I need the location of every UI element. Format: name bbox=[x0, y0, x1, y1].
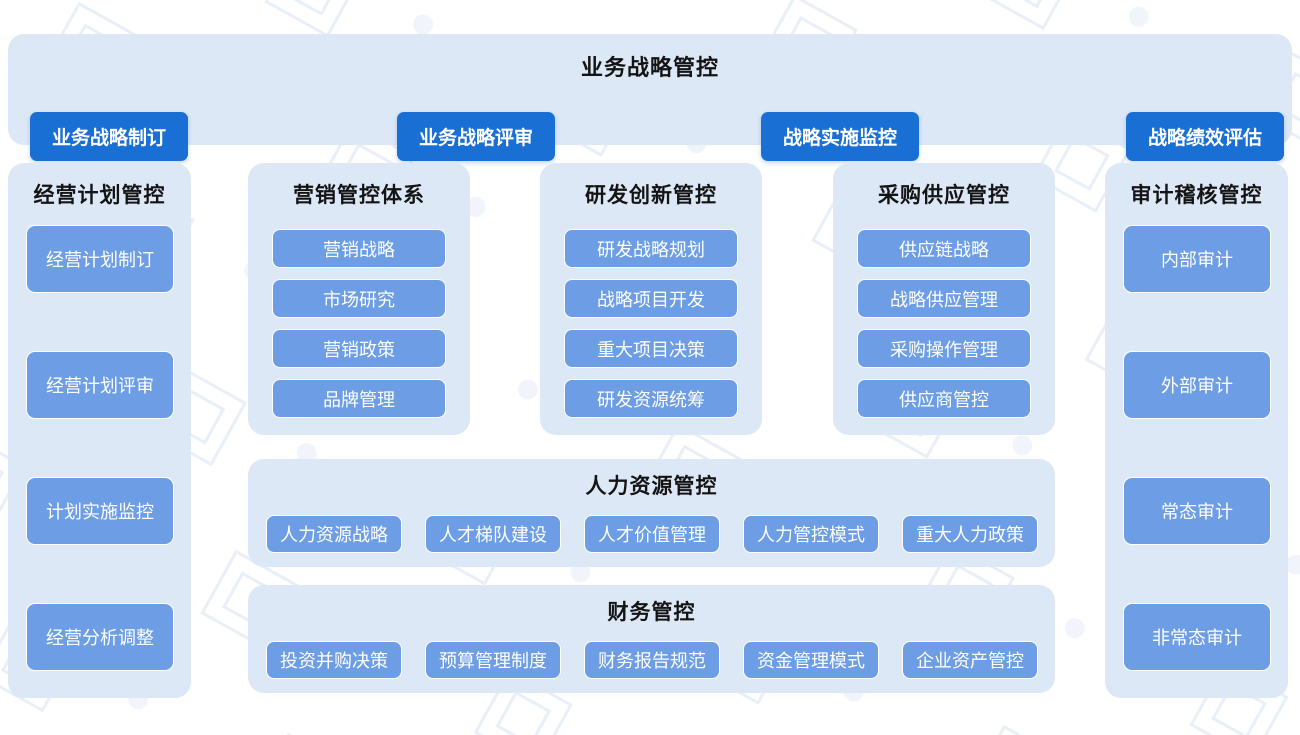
pill-budget-management-system[interactable]: 预算管理制度 bbox=[425, 641, 561, 679]
panel-rnd-innovation-control: 研发创新管控 研发战略规划 战略项目开发 重大项目决策 研发资源统筹 bbox=[540, 163, 762, 435]
panel-business-strategy: 业务战略管控 业务战略制订 业务战略评审 战略实施监控 战略绩效评估 bbox=[8, 34, 1292, 161]
pill-talent-echelon-building[interactable]: 人才梯队建设 bbox=[425, 515, 561, 553]
panel-procurement-supply-control: 采购供应管控 供应链战略 战略供应管理 采购操作管理 供应商管控 bbox=[833, 163, 1055, 435]
panel-title-rnd-innovation-control: 研发创新管控 bbox=[585, 184, 717, 207]
pill-marketing-strategy[interactable]: 营销战略 bbox=[272, 229, 446, 268]
panel-title-business-strategy: 业务战略管控 bbox=[580, 55, 719, 80]
pill-supplier-control[interactable]: 供应商管控 bbox=[857, 379, 1031, 418]
pill-procurement-operation-management[interactable]: 采购操作管理 bbox=[857, 329, 1031, 368]
pill-plan-review[interactable]: 经营计划评审 bbox=[26, 351, 174, 419]
panel-title-audit-inspection-control: 审计稽核管控 bbox=[1130, 184, 1263, 207]
panel-audit-inspection-control: 审计稽核管控 内部审计 外部审计 常态审计 非常态审计 bbox=[1105, 163, 1288, 698]
pill-plan-implementation-monitoring[interactable]: 计划实施监控 bbox=[26, 477, 174, 545]
pill-hr-strategy[interactable]: 人力资源战略 bbox=[266, 515, 402, 553]
pill-operation-analysis-adjustment[interactable]: 经营分析调整 bbox=[26, 603, 174, 671]
pill-talent-value-management[interactable]: 人才价值管理 bbox=[584, 515, 720, 553]
pill-strategic-supply-management[interactable]: 战略供应管理 bbox=[857, 279, 1031, 318]
pill-hr-control-mode[interactable]: 人力管控模式 bbox=[743, 515, 879, 553]
panel-human-resource-control: 人力资源管控 人力资源战略 人才梯队建设 人才价值管理 人力管控模式 重大人力政… bbox=[248, 459, 1055, 567]
pill-strategy-performance-evaluation[interactable]: 战略绩效评估 bbox=[1126, 112, 1284, 161]
pill-fund-management-mode[interactable]: 资金管理模式 bbox=[743, 641, 879, 679]
panel-title-business-plan-control: 经营计划管控 bbox=[33, 184, 166, 207]
panel-title-marketing-control-system: 营销管控体系 bbox=[293, 184, 425, 207]
pill-financial-reporting-standards[interactable]: 财务报告规范 bbox=[584, 641, 720, 679]
pill-external-audit[interactable]: 外部审计 bbox=[1123, 351, 1271, 419]
pill-supply-chain-strategy[interactable]: 供应链战略 bbox=[857, 229, 1031, 268]
panel-title-financial-control: 财务管控 bbox=[607, 601, 696, 624]
panel-marketing-control-system: 营销管控体系 营销战略 市场研究 营销政策 品牌管理 bbox=[248, 163, 470, 435]
pill-business-strategy-review[interactable]: 业务战略评审 bbox=[397, 112, 555, 161]
pill-major-project-decision[interactable]: 重大项目决策 bbox=[564, 329, 738, 368]
pill-rnd-resource-coordination[interactable]: 研发资源统筹 bbox=[564, 379, 738, 418]
pill-brand-management[interactable]: 品牌管理 bbox=[272, 379, 446, 418]
panel-financial-control: 财务管控 投资并购决策 预算管理制度 财务报告规范 资金管理模式 企业资产管控 bbox=[248, 585, 1055, 693]
pill-non-routine-audit[interactable]: 非常态审计 bbox=[1123, 603, 1271, 671]
pill-marketing-policy[interactable]: 营销政策 bbox=[272, 329, 446, 368]
pill-enterprise-asset-control[interactable]: 企业资产管控 bbox=[902, 641, 1038, 679]
pill-strategic-project-development[interactable]: 战略项目开发 bbox=[564, 279, 738, 318]
pill-internal-audit[interactable]: 内部审计 bbox=[1123, 225, 1271, 293]
pill-plan-formulation[interactable]: 经营计划制订 bbox=[26, 225, 174, 293]
pill-strategy-implementation-monitoring[interactable]: 战略实施监控 bbox=[761, 112, 919, 161]
pill-business-strategy-formulation[interactable]: 业务战略制订 bbox=[30, 112, 188, 161]
pill-routine-audit[interactable]: 常态审计 bbox=[1123, 477, 1271, 545]
pill-rnd-strategy-planning[interactable]: 研发战略规划 bbox=[564, 229, 738, 268]
pill-market-research[interactable]: 市场研究 bbox=[272, 279, 446, 318]
panel-title-human-resource-control: 人力资源管控 bbox=[585, 475, 718, 498]
pill-investment-ma-decision[interactable]: 投资并购决策 bbox=[266, 641, 402, 679]
panel-business-plan-control: 经营计划管控 经营计划制订 经营计划评审 计划实施监控 经营分析调整 bbox=[8, 163, 191, 698]
panel-title-procurement-supply-control: 采购供应管控 bbox=[878, 184, 1010, 207]
pill-major-hr-policy[interactable]: 重大人力政策 bbox=[902, 515, 1038, 553]
